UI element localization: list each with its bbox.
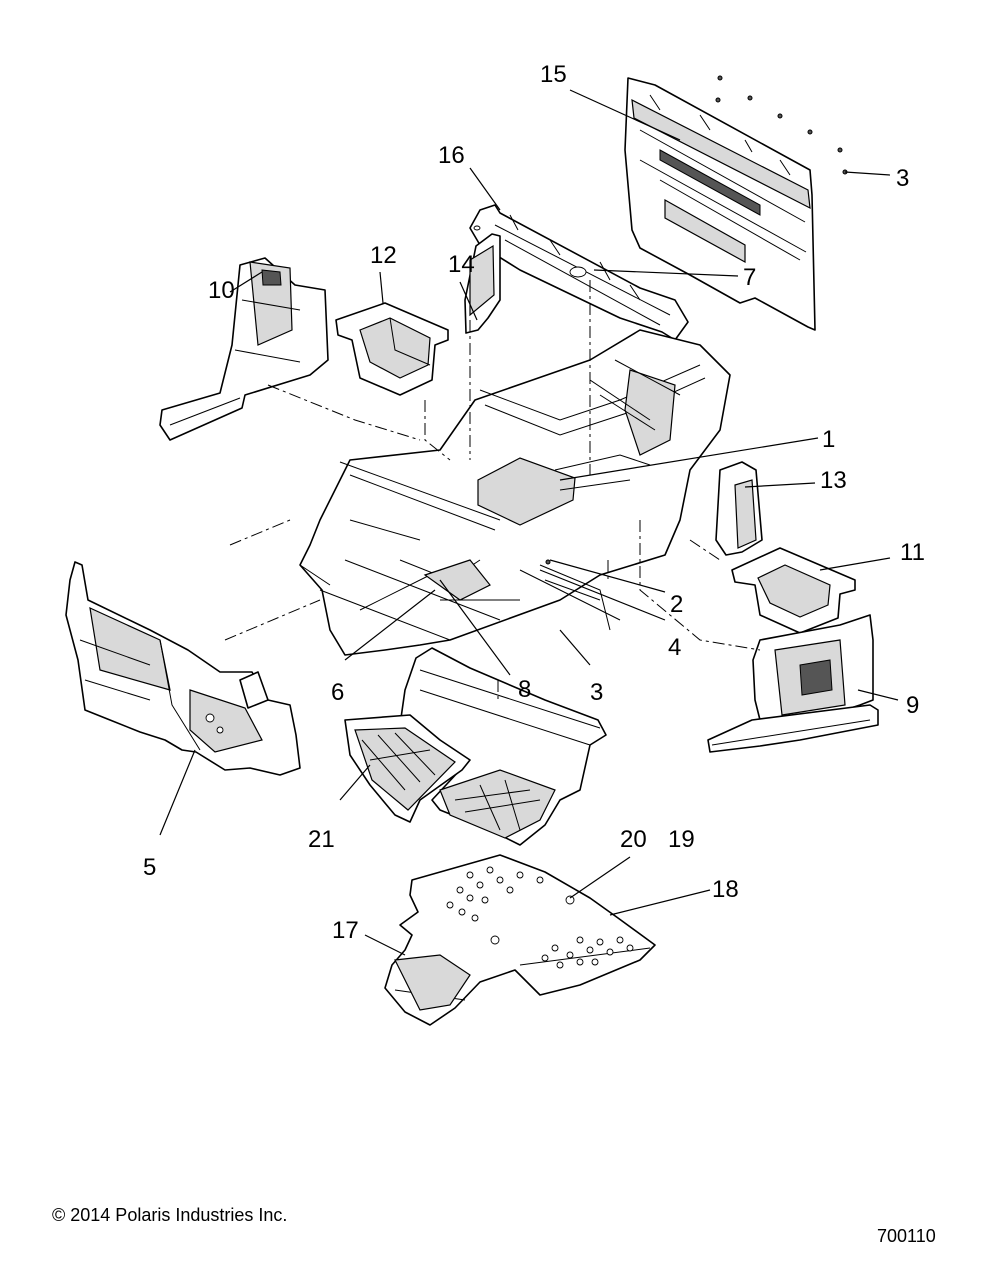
callout-15: 15 — [540, 61, 567, 88]
part-10-left-side-panel — [159, 257, 329, 441]
callout-labels: 1 2 3 3 4 5 6 7 8 9 10 11 12 13 14 15 16… — [143, 61, 925, 944]
part-12-left-storage-bin — [335, 302, 449, 396]
callout-11: 11 — [900, 539, 925, 566]
diagram-number: 700110 — [877, 1226, 936, 1246]
part-9-right-side-panel — [707, 614, 879, 753]
callout-9: 9 — [906, 692, 919, 719]
callout-20: 20 — [620, 826, 647, 853]
callout-1: 1 — [822, 426, 835, 453]
callout-3-frame: 3 — [590, 679, 603, 706]
callout-19: 19 — [668, 826, 695, 853]
callout-4: 4 — [668, 634, 681, 661]
leader-lines — [159, 89, 899, 956]
part-21-floor-footwell — [344, 647, 607, 846]
callout-14: 14 — [448, 251, 475, 278]
callout-3-rear: 3 — [896, 165, 909, 192]
callout-17: 17 — [332, 917, 359, 944]
part-11-right-storage-bin — [731, 547, 856, 634]
callout-5: 5 — [143, 854, 156, 881]
callout-18: 18 — [712, 876, 739, 903]
copyright-notice: © 2014 Polaris Industries Inc. — [52, 1205, 288, 1225]
callout-10: 10 — [208, 277, 235, 304]
callout-7: 7 — [743, 264, 756, 291]
part-18-skid-plate — [384, 854, 656, 1026]
callout-2: 2 — [670, 591, 683, 618]
part-13-right-grille — [715, 461, 763, 556]
part-5-front-dash — [65, 561, 301, 776]
callout-21: 21 — [308, 826, 335, 853]
part-14-left-grille — [464, 225, 501, 334]
alignment-lines — [224, 280, 761, 700]
part-1-main-frame — [299, 329, 731, 656]
callout-6: 6 — [331, 679, 344, 706]
callout-8: 8 — [518, 676, 531, 703]
callout-12: 12 — [370, 242, 397, 269]
callout-16: 16 — [438, 142, 465, 169]
callout-13: 13 — [820, 467, 847, 494]
part-15-rear-panel — [624, 75, 848, 331]
